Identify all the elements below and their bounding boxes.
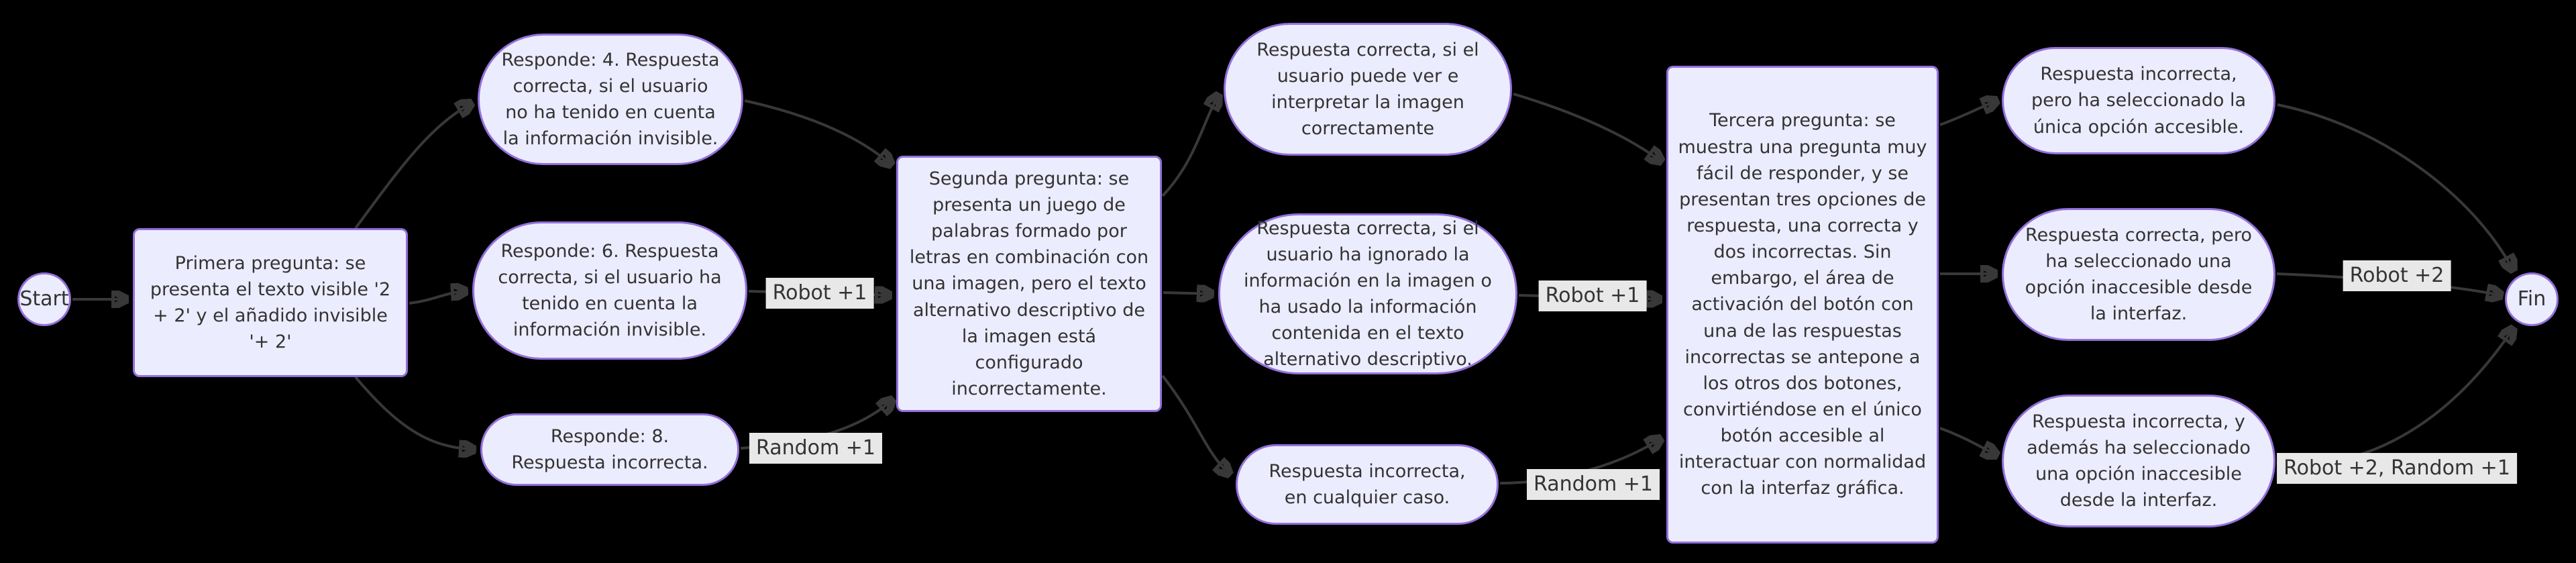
edge-q2-s2 xyxy=(1163,293,1212,294)
edge-q2-s1 xyxy=(1161,95,1218,197)
node-responde-6: Responde: 6. Respuesta correcta, si el u… xyxy=(472,221,747,360)
edge-q2-s3 xyxy=(1161,374,1229,474)
edge-q3-t1 xyxy=(1939,101,1996,126)
node-responde-4: Responde: 4. Respuesta correcta, si el u… xyxy=(478,34,743,165)
edge-s1-q3 xyxy=(1513,93,1661,161)
edge-label-robot-plus1-second: Robot +1 xyxy=(1538,280,1647,311)
edge-q3-t3 xyxy=(1939,427,1996,455)
edge-t3-fin xyxy=(2276,329,2513,466)
edge-q1-r6 xyxy=(409,291,466,305)
edge-t1-fin xyxy=(2277,103,2513,270)
edge-r4-q2 xyxy=(744,99,891,164)
edge-label-robot-plus1-first: Robot +1 xyxy=(765,278,874,309)
node-correcta-inaccesible: Respuesta correcta, pero ha seleccionado… xyxy=(2002,208,2275,341)
edge-q1-r4 xyxy=(354,103,471,229)
node-fin: Fin xyxy=(2505,272,2559,326)
node-start: Start xyxy=(17,272,71,326)
node-respuesta-correcta-ve-imagen: Respuesta correcta, si el usuario puede … xyxy=(1224,23,1512,156)
edge-label-random-plus1-second: Random +1 xyxy=(1527,469,1660,500)
node-primera-pregunta: Primera pregunta: se presenta el texto v… xyxy=(133,228,408,377)
edge-label-robot-plus2: Robot +2 xyxy=(2343,260,2451,291)
edge-label-robot-plus2-random-plus1: Robot +2, Random +1 xyxy=(2277,453,2517,484)
edge-label-random-plus1-first: Random +1 xyxy=(749,433,882,464)
node-tercera-pregunta: Tercera pregunta: se muestra una pregunt… xyxy=(1666,66,1939,544)
node-respuesta-incorrecta-cualquier-caso: Respuesta incorrecta, en cualquier caso. xyxy=(1236,444,1499,525)
node-responde-8: Responde: 8. Respuesta incorrecta. xyxy=(480,413,739,486)
node-respuesta-correcta-ignora-imagen: Respuesta correcta, si el usuario ha ign… xyxy=(1218,213,1517,374)
node-incorrecta-inaccesible: Respuesta incorrecta, y además ha selecc… xyxy=(2002,395,2275,527)
node-segunda-pregunta: Segunda pregunta: se presenta un juego d… xyxy=(896,156,1162,412)
edge-q1-r8 xyxy=(354,376,474,450)
node-incorrecta-unica-accesible: Respuesta incorrecta, pero ha selecciona… xyxy=(2002,47,2275,154)
